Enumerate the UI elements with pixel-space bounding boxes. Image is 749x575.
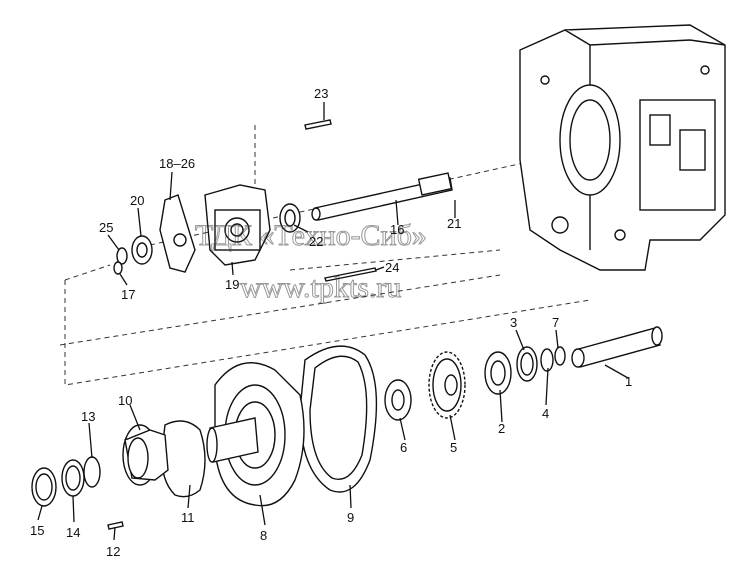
- ring-4: [540, 348, 554, 372]
- watermark-company: ТДК «Техно-Сиб»: [195, 219, 427, 252]
- label-part-15: 15: [30, 523, 44, 538]
- ring-25: [116, 247, 128, 265]
- bolt-12: [107, 521, 124, 530]
- label-part-16: 16: [390, 222, 404, 237]
- label-part-20: 20: [130, 193, 144, 208]
- ring-7: [554, 346, 566, 366]
- shaft-16: [311, 172, 453, 221]
- watermark-site: www.tpkts.ru: [240, 271, 401, 304]
- ring-17: [113, 261, 123, 275]
- label-part-22: 22: [309, 234, 323, 249]
- label-part-12: 12: [106, 544, 120, 559]
- label-part-3: 3: [510, 315, 517, 330]
- bearing-6: [384, 379, 412, 421]
- label-part-9: 9: [347, 510, 354, 525]
- bearing-20: [131, 235, 153, 265]
- gasket-9: [299, 345, 378, 493]
- label-part-5: 5: [450, 440, 457, 455]
- label-part-10: 10: [118, 393, 132, 408]
- ring-13: [83, 456, 101, 488]
- rod-24: [324, 267, 377, 282]
- label-part-8: 8: [260, 528, 267, 543]
- label-part-21: 21: [447, 216, 461, 231]
- gasket-11: [161, 420, 206, 498]
- ring-3: [516, 346, 538, 382]
- cover-10: [122, 424, 169, 486]
- ring-15: [31, 467, 57, 507]
- pump-body-19: [204, 184, 271, 266]
- leader-lines: [37, 102, 629, 541]
- shaft-1: [571, 326, 663, 368]
- label-part-11: 11: [181, 510, 195, 525]
- transmission-housing: [519, 24, 726, 271]
- plate-18-26: [159, 194, 196, 273]
- label-part-23: 23: [314, 86, 328, 101]
- label-part-14: 14: [66, 525, 80, 540]
- label-part-7: 7: [552, 315, 559, 330]
- seal-14: [61, 459, 85, 497]
- cover-housing-8: [206, 362, 305, 507]
- gear-5: [428, 351, 466, 419]
- label-part-17: 17: [121, 287, 135, 302]
- label-part-19: 19: [225, 277, 239, 292]
- part-labels: 1 2 3 4 5 6 7 8 9 10 11 12 13 14 15 16 1…: [30, 86, 632, 559]
- label-part-25: 25: [99, 220, 113, 235]
- bearing-2: [484, 351, 512, 395]
- label-part-1: 1: [625, 374, 632, 389]
- label-part-18-26: 18–26: [159, 156, 195, 171]
- label-part-24: 24: [385, 260, 399, 275]
- bolt-23: [304, 119, 332, 130]
- label-part-13: 13: [81, 409, 95, 424]
- label-part-4: 4: [542, 406, 549, 421]
- watermark: ТДК «Техно-Сиб» www.tpkts.ru: [195, 219, 428, 305]
- label-part-2: 2: [498, 421, 505, 436]
- label-part-6: 6: [400, 440, 407, 455]
